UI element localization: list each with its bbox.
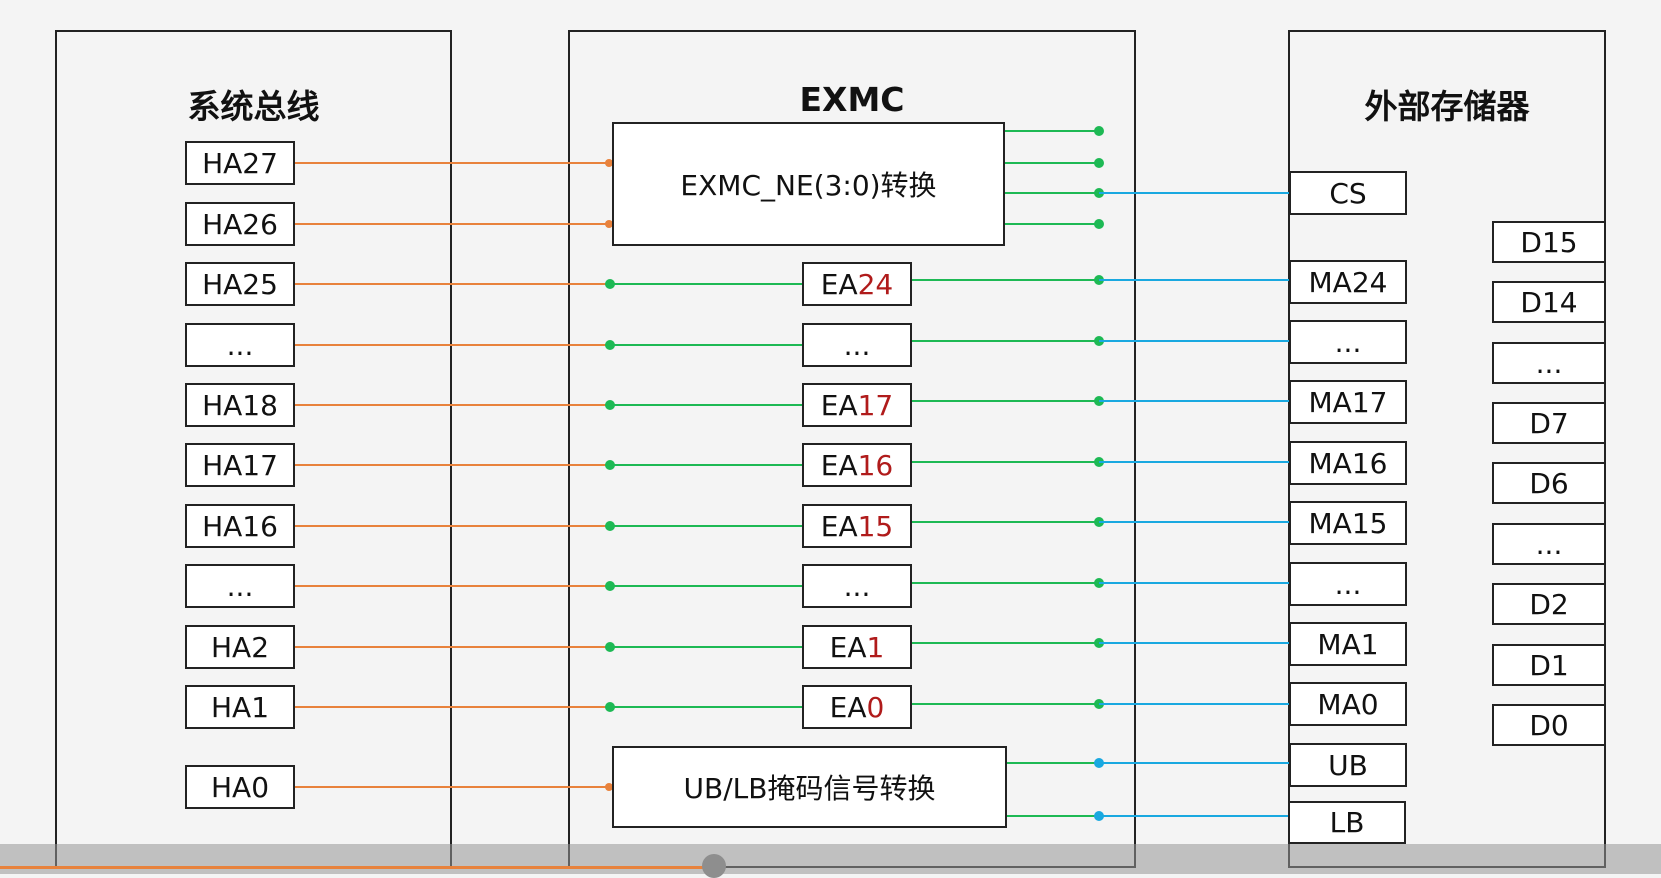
bus-wire-joint xyxy=(605,783,613,791)
ea-prefix: EA xyxy=(820,448,858,482)
exmc-ne-converter-block: EXMC_NE(3:0)转换 xyxy=(612,122,1005,246)
ha-signal-box: ... xyxy=(185,564,295,608)
memory-pin-box: ... xyxy=(1289,320,1407,364)
data-line-box: D2 xyxy=(1492,583,1606,625)
ea-index: 24 xyxy=(857,267,894,301)
data-line-box: ... xyxy=(1492,342,1606,384)
exmc-wire-dot xyxy=(605,702,615,712)
data-line-box: D14 xyxy=(1492,281,1606,323)
ha-signal-box: HA18 xyxy=(185,383,295,427)
ha-signal-box: HA17 xyxy=(185,443,295,487)
video-scrubber-handle[interactable] xyxy=(702,854,727,878)
ne-output-dot xyxy=(1094,158,1104,168)
memory-pin-box: MA24 xyxy=(1289,260,1407,304)
ha-signal-box: HA2 xyxy=(185,625,295,669)
bus-wire-joint xyxy=(605,220,613,228)
data-line-box: D1 xyxy=(1492,644,1606,686)
ha-signal-box: HA16 xyxy=(185,504,295,548)
ea-prefix: EA xyxy=(829,630,867,664)
video-control-bar[interactable] xyxy=(0,844,1661,874)
ea-index: 16 xyxy=(857,448,894,482)
ea-prefix: EA xyxy=(820,267,858,301)
memory-pin-box: CS xyxy=(1289,171,1407,215)
exmc-title: EXMC xyxy=(799,80,905,119)
memory-pin-box: MA1 xyxy=(1289,622,1407,666)
exmc-wire-dot xyxy=(605,521,615,531)
ea-index: 17 xyxy=(857,388,894,422)
ha-signal-box: HA0 xyxy=(185,765,295,809)
data-line-box: ... xyxy=(1492,523,1606,565)
bus-wire-joint xyxy=(605,159,613,167)
ha-signal-box: HA1 xyxy=(185,685,295,729)
ea-line-box: ... xyxy=(802,564,912,608)
ea-index: 1 xyxy=(866,630,885,664)
ea-prefix: ... xyxy=(843,569,871,603)
ha-signal-box: HA25 xyxy=(185,262,295,306)
ha-signal-box: HA27 xyxy=(185,141,295,185)
data-line-box: D6 xyxy=(1492,462,1606,504)
external-memory-title: 外部存储器 xyxy=(1364,87,1530,126)
ha-signal-box: ... xyxy=(185,323,295,367)
exmc-wire-dot xyxy=(605,642,615,652)
ub-lb-mask-converter-block: UB/LB掩码信号转换 xyxy=(612,746,1007,828)
exmc-wire-dot xyxy=(605,400,615,410)
system-bus-title: 系统总线 xyxy=(187,87,320,126)
exmc-wire-dot xyxy=(605,340,615,350)
memory-pin-box: MA0 xyxy=(1289,682,1407,726)
memory-pin-box: MA17 xyxy=(1289,380,1407,424)
ne-output-dot xyxy=(1094,219,1104,229)
memory-pin-box: MA15 xyxy=(1289,501,1407,545)
memory-pin-box: MA16 xyxy=(1289,441,1407,485)
ea-index: 0 xyxy=(866,690,885,724)
video-progress-fill xyxy=(0,866,715,869)
ea-line-box: ... xyxy=(802,323,912,367)
data-line-box: D15 xyxy=(1492,221,1606,263)
exmc-wire-dot xyxy=(605,581,615,591)
exmc-wire-dot xyxy=(605,279,615,289)
data-line-box: D7 xyxy=(1492,402,1606,444)
data-line-box: D0 xyxy=(1492,704,1606,746)
ea-index: 15 xyxy=(857,509,894,543)
exmc-wire-dot xyxy=(605,460,615,470)
ha-signal-box: HA26 xyxy=(185,202,295,246)
ea-prefix: ... xyxy=(843,328,871,362)
memory-pin-box: ... xyxy=(1289,562,1407,606)
ea-prefix: EA xyxy=(820,388,858,422)
ea-prefix: EA xyxy=(820,509,858,543)
memory-pin-box: LB xyxy=(1288,801,1406,844)
ea-prefix: EA xyxy=(829,690,867,724)
memory-pin-box: UB xyxy=(1289,743,1407,787)
ne-output-dot xyxy=(1094,126,1104,136)
